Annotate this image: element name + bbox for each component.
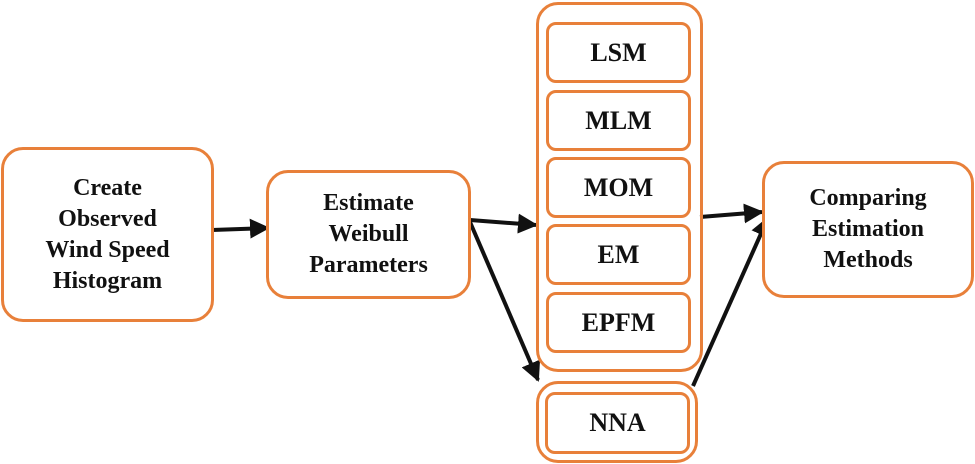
method-lsm: LSM [546, 22, 691, 83]
node-comparing-methods: Comparing Estimation Methods [762, 161, 974, 298]
node-line: Histogram [52, 267, 163, 294]
method-epfm: EPFM [546, 292, 691, 353]
node-line: Wind Speed [45, 236, 170, 263]
method-em: EM [546, 224, 691, 285]
node-estimate-weibull: Estimate Weibull Parameters [266, 170, 471, 299]
node-line: Estimate [323, 190, 414, 216]
method-label: LSM [590, 37, 647, 67]
arrow-weibull-to-nna [468, 221, 541, 382]
node-line: Observed [58, 205, 157, 232]
node-line: Parameters [309, 252, 428, 278]
method-mom: MOM [546, 157, 691, 218]
node-create-histogram: Create Observed Wind Speed Histogram [1, 147, 214, 322]
method-label: MLM [585, 105, 652, 135]
method-mlm: MLM [546, 90, 691, 151]
method-label: EPFM [581, 307, 656, 337]
node-line: Weibull [328, 221, 409, 247]
node-line: Estimation [811, 216, 924, 242]
arrow-nna-to-comparing [691, 216, 770, 387]
method-label: EM [597, 239, 640, 269]
node-line: Methods [823, 247, 913, 273]
method-label: NNA [589, 408, 646, 437]
arrow-histogram-to-weibull [211, 218, 270, 239]
node-line: Comparing [809, 185, 927, 211]
method-nna: NNA [545, 392, 690, 454]
node-line: Create [73, 174, 142, 201]
methods-group [536, 2, 703, 372]
arrow-methods-to-comparing [699, 203, 764, 224]
nna-group [536, 381, 698, 463]
arrow-weibull-to-methods [469, 213, 538, 234]
method-label: MOM [583, 172, 654, 202]
